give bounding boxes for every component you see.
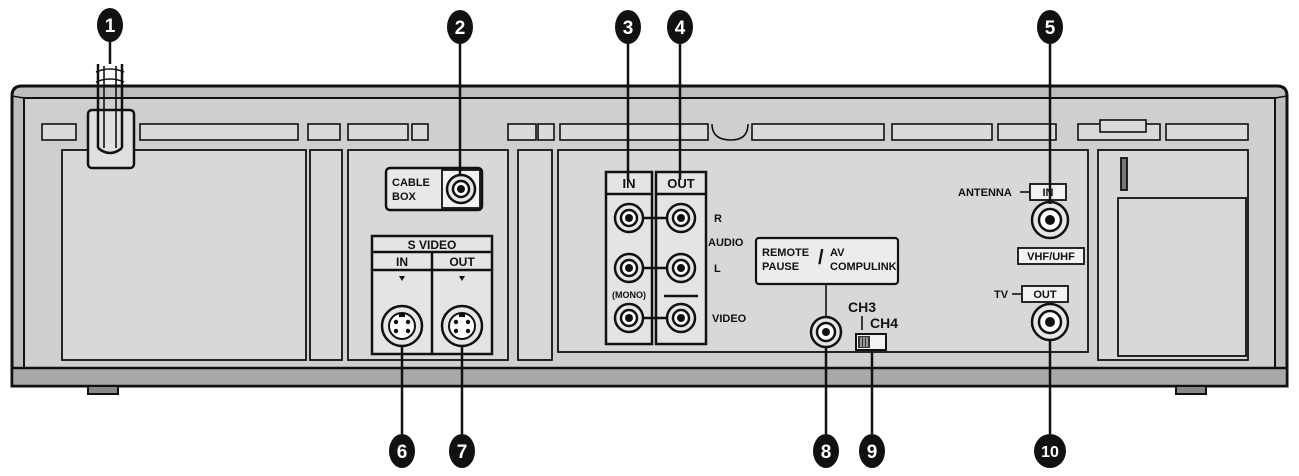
callout-6: 6: [389, 434, 415, 468]
svg-text:6: 6: [397, 442, 408, 463]
callout-8: 8: [813, 434, 839, 468]
leader-lines: [108, 40, 1052, 434]
compulink-label: COMPULINK: [830, 261, 897, 273]
callout-9: 9: [859, 434, 885, 468]
svg-text:7: 7: [457, 442, 468, 463]
svg-text:4: 4: [675, 18, 686, 39]
top-vent-strip: [41, 119, 1249, 141]
audio-out-l-jack: [665, 252, 697, 284]
antenna-in-label: IN: [1043, 187, 1054, 199]
audio-out-r-jack: [665, 202, 697, 234]
l-label: L: [714, 263, 721, 275]
s-video-out-arrow-icon: [459, 276, 465, 281]
callout-10: 10: [1034, 434, 1066, 468]
s-video-out-jack: [440, 304, 484, 348]
svg-text:3: 3: [623, 18, 634, 39]
svg-text:5: 5: [1045, 18, 1056, 39]
antenna-in: ANTENNA IN VHF/UHF: [958, 183, 1085, 265]
audio-in-label: IN: [623, 176, 636, 191]
svg-text:1: 1: [105, 16, 116, 37]
s-video-label: S VIDEO: [408, 238, 457, 252]
remote-pause-jack: [809, 315, 843, 349]
audio-label: AUDIO: [708, 237, 744, 249]
power-cord: [86, 64, 136, 170]
audio-in-r-jack: [613, 202, 645, 234]
callout-2: 2: [447, 10, 473, 44]
mono-label: (MONO): [612, 290, 646, 300]
tv-out-label: OUT: [1033, 289, 1057, 301]
av-label: AV: [830, 247, 845, 259]
video-label: VIDEO: [712, 313, 747, 325]
channel-switch: CH3 CH4: [848, 299, 898, 351]
antenna-in-jack: [1030, 200, 1070, 240]
ch3-label: CH3: [848, 299, 876, 315]
callout-5: 5: [1037, 10, 1063, 44]
audio-in-l-jack: [613, 252, 645, 284]
s-video-out-label: OUT: [449, 255, 475, 269]
svg-text:8: 8: [821, 442, 832, 463]
cable-box-jack: CABLE BOX: [384, 166, 484, 212]
svg-text:9: 9: [867, 442, 878, 463]
tv-out: TV OUT: [994, 285, 1070, 342]
cable-box-label-line1: CABLE: [392, 177, 430, 189]
s-video-in-label: IN: [396, 255, 408, 269]
video-out-jack: [665, 302, 697, 334]
svg-text:10: 10: [1041, 444, 1059, 461]
s-video-block: S VIDEO IN OUT: [370, 234, 494, 356]
tv-out-jack: [1030, 302, 1070, 342]
slash-separator: /: [818, 247, 824, 269]
s-video-in-arrow-icon: [399, 276, 405, 281]
video-in-jack: [613, 302, 645, 334]
vhf-uhf-label: VHF/UHF: [1027, 251, 1075, 263]
ch4-label: CH4: [870, 315, 898, 331]
r-label: R: [714, 213, 722, 225]
svg-text:2: 2: [455, 18, 466, 39]
cable-box-label-line2: BOX: [392, 191, 417, 203]
antenna-label: ANTENNA: [958, 187, 1012, 199]
tv-label: TV: [994, 289, 1009, 301]
callout-3: 3: [615, 10, 641, 44]
callout-4: 4: [667, 10, 693, 44]
pause-label: PAUSE: [762, 261, 799, 273]
callout-7: 7: [449, 434, 475, 468]
av-in-out-block: IN OUT (MONO) R AUDIO L VIDEO: [604, 170, 747, 346]
audio-out-label: OUT: [667, 176, 695, 191]
remote-label: REMOTE: [762, 247, 809, 259]
remote-pause-compulink: REMOTE PAUSE / AV COMPULINK: [754, 236, 900, 349]
callout-1: 1: [97, 8, 123, 42]
s-video-in-jack: [380, 304, 424, 348]
